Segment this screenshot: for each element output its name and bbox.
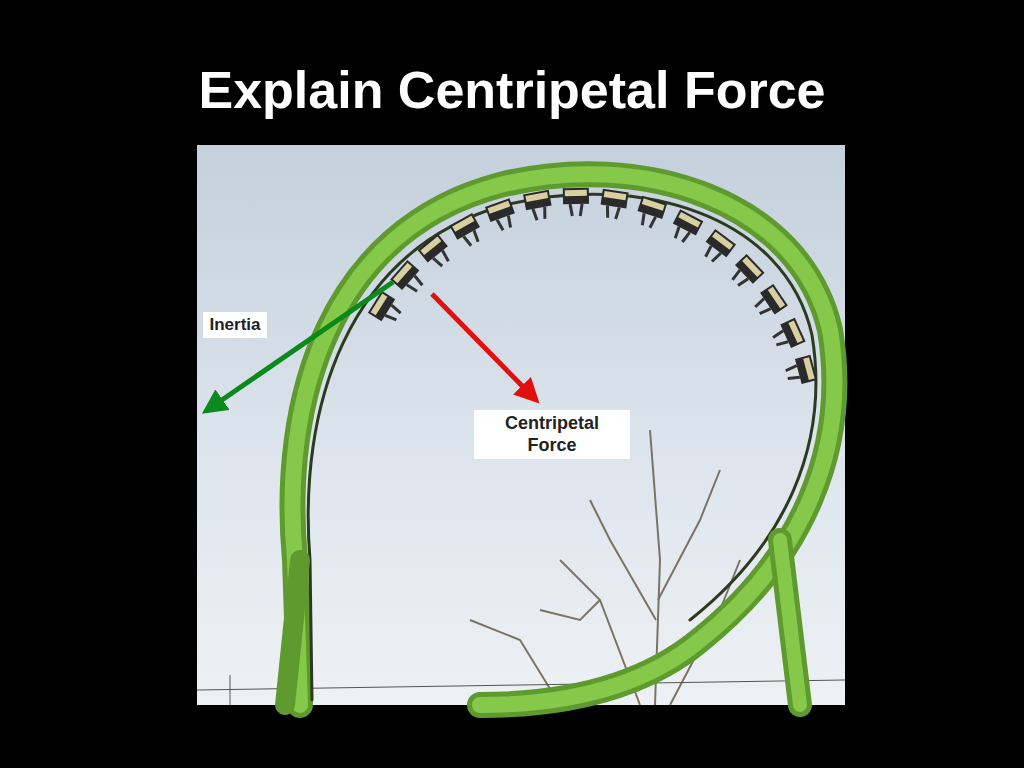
coaster-car (667, 209, 703, 246)
coaster-car (750, 284, 788, 321)
coaster-car (599, 189, 629, 221)
coaster-car (390, 260, 428, 298)
sky (197, 145, 845, 705)
slide-title: Explain Centripetal Force (0, 62, 1024, 119)
coaster-car (563, 188, 589, 216)
tree-branches (470, 430, 760, 705)
coaster-car (485, 198, 519, 233)
annotation-label: Centripetal Force (474, 410, 630, 459)
coaster-cars (368, 188, 817, 387)
coaster-car (698, 229, 736, 267)
label-text: Inertia (208, 315, 262, 335)
centripetal-arrow (432, 294, 536, 400)
loop-track (285, 174, 834, 705)
annotation-label: Inertia (203, 312, 267, 338)
coaster-car (769, 318, 805, 353)
coaster-car (634, 196, 667, 231)
coaster-car (783, 355, 817, 387)
coaster-car (418, 234, 456, 272)
label-text: Centripetal Force (497, 413, 607, 456)
coaster-car (450, 213, 486, 250)
inertia-arrow (206, 282, 393, 411)
coaster-car (523, 190, 554, 222)
coaster-car (726, 254, 764, 292)
